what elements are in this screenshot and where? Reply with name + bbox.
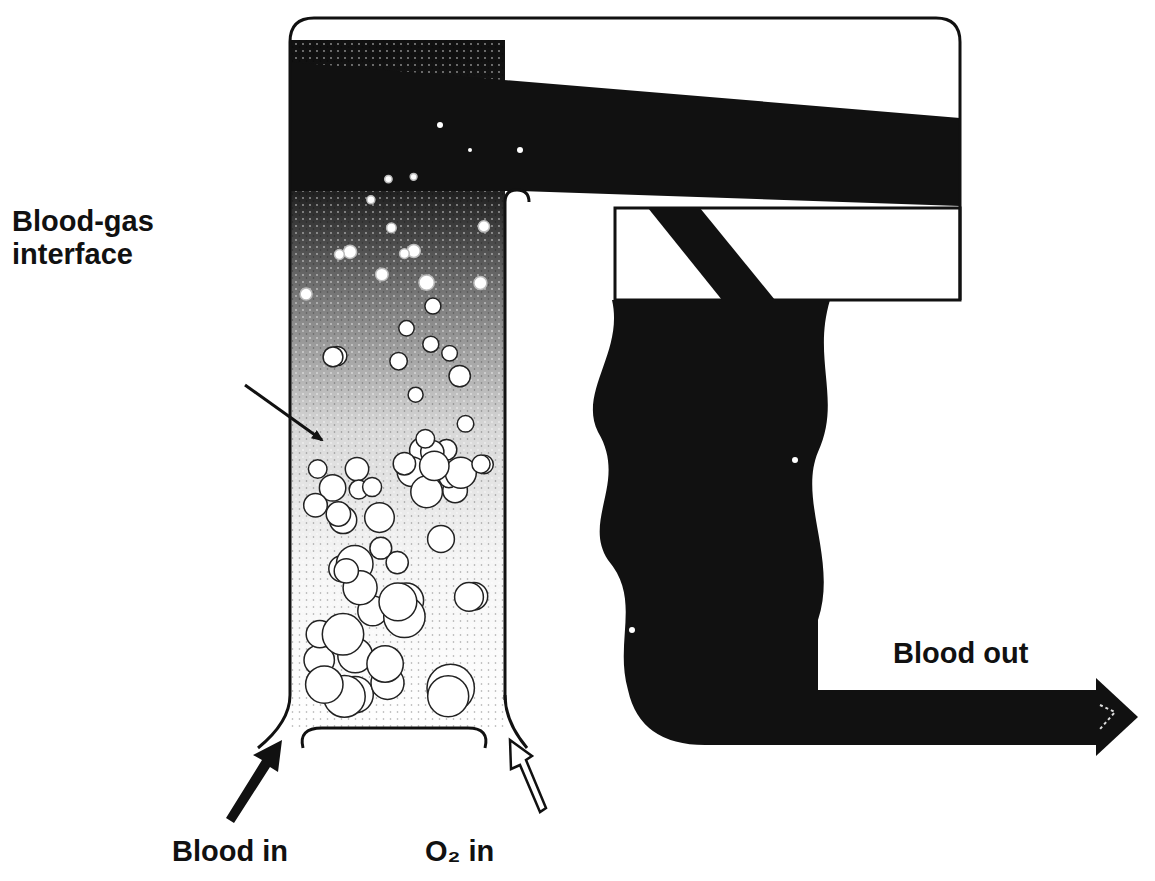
- sparkles: [437, 122, 798, 633]
- bubble: [376, 268, 389, 281]
- bubble: [410, 173, 417, 180]
- bubble: [379, 583, 417, 621]
- bubble: [322, 614, 363, 655]
- bubble: [367, 196, 375, 204]
- bubble: [478, 221, 489, 232]
- blood-reservoir: [593, 300, 1098, 745]
- bubble: [442, 345, 458, 361]
- settling-chamber: [615, 208, 960, 300]
- downcomer-gap: [507, 195, 607, 735]
- bubble: [408, 387, 423, 402]
- bubble: [387, 223, 397, 233]
- bubble: [455, 583, 484, 612]
- bubble: [419, 275, 434, 290]
- bubble: [423, 336, 439, 352]
- bubble: [399, 321, 414, 336]
- blood-inlet-arrow: [226, 740, 282, 823]
- blood-pool: [290, 62, 960, 206]
- bubble: [345, 457, 368, 480]
- inlet-label: Blood in: [172, 835, 372, 868]
- bubble: [323, 347, 343, 367]
- bubble: [390, 353, 407, 370]
- bubble: [306, 666, 343, 703]
- bubble: [335, 250, 345, 260]
- bubble: [449, 365, 470, 386]
- bubble: [308, 460, 327, 479]
- bubble: [343, 245, 356, 258]
- bubble: [474, 277, 487, 290]
- bubble: [416, 430, 435, 449]
- bubble: [428, 526, 455, 553]
- bubble: [428, 676, 469, 717]
- callout-label: Blood-gas interface: [12, 205, 252, 272]
- column-wall: [505, 190, 529, 700]
- bubble: [400, 249, 410, 259]
- bubble: [425, 298, 441, 314]
- bubble: [365, 503, 395, 533]
- bubble: [367, 646, 403, 682]
- gas-bubbles: [300, 173, 493, 717]
- bubble: [472, 455, 490, 473]
- bubble: [363, 478, 382, 497]
- bubble: [420, 451, 449, 480]
- bubble: [393, 453, 415, 475]
- housing: [290, 18, 960, 695]
- oxygen-inlet-arrow: [510, 740, 546, 812]
- bubble: [300, 288, 312, 300]
- bubble: [370, 537, 392, 559]
- bubble: [304, 493, 328, 517]
- inlet-label: O₂ in: [425, 835, 575, 868]
- outlet-arrowhead: [1096, 678, 1138, 756]
- outlet-label: Blood out: [893, 637, 1143, 670]
- strut: [648, 208, 775, 300]
- bubble: [457, 416, 474, 433]
- leader-line: [245, 385, 322, 440]
- bubble: [326, 502, 350, 526]
- bubble: [334, 559, 358, 583]
- bubble: [385, 175, 392, 182]
